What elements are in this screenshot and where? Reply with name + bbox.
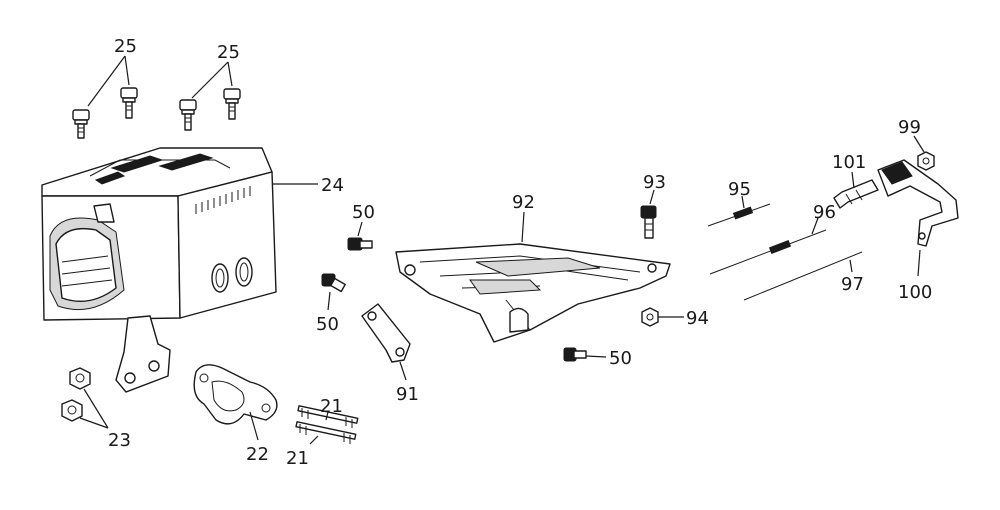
stud-21-lower (295, 421, 357, 444)
spring-96 (709, 229, 827, 275)
nut-99 (917, 151, 935, 171)
bracket-100 (877, 159, 959, 247)
wire-97 (743, 251, 863, 301)
leader-97 (849, 259, 853, 273)
leader-50-upper (357, 221, 363, 237)
leader-50-left (327, 291, 331, 311)
leader-96 (811, 217, 819, 235)
spring-95 (707, 203, 771, 227)
leader-91 (399, 361, 407, 381)
bolt-25-d (223, 88, 241, 120)
callout-50-left: 50 (316, 314, 339, 335)
leader-92 (521, 211, 525, 243)
callout-21-lower: 21 (286, 448, 309, 469)
callout-24: 24 (321, 175, 344, 196)
leader-93 (649, 189, 655, 205)
bracket-91 (361, 303, 411, 363)
callout-50-upper: 50 (352, 202, 375, 223)
muffler-vent-slots (195, 186, 251, 214)
callout-92: 92 (512, 192, 535, 213)
callout-25-right: 25 (217, 42, 240, 63)
leader-25-a2 (124, 55, 130, 86)
callout-50-right: 50 (609, 348, 632, 369)
heat-shield-92 (395, 243, 671, 343)
bolt-93 (640, 205, 657, 239)
muffler-24 (41, 147, 277, 393)
leader-50-right (585, 355, 607, 358)
nut-23-upper (69, 367, 91, 390)
callout-96: 96 (813, 202, 836, 223)
callout-95: 95 (728, 179, 751, 200)
bolt-25-b (120, 87, 138, 119)
callout-94: 94 (686, 308, 709, 329)
leader-99 (913, 135, 925, 153)
callout-25-left: 25 (114, 36, 137, 57)
callout-99: 99 (898, 117, 921, 138)
pin-101 (833, 179, 879, 209)
leader-23-b (79, 417, 109, 429)
bolt-50-left (321, 273, 346, 293)
nut-23-lower (61, 399, 83, 422)
gasket-22 (193, 364, 278, 425)
leader-21-upper (325, 411, 329, 421)
leader-25-a (87, 55, 126, 107)
callout-93: 93 (643, 172, 666, 193)
leader-95 (741, 195, 745, 209)
callout-22: 22 (246, 444, 269, 465)
bolt-25-c (179, 99, 197, 131)
callout-100: 100 (898, 282, 932, 303)
leader-101 (851, 171, 855, 189)
leader-25-b (191, 61, 229, 99)
leader-100 (917, 249, 921, 277)
bolt-50-upper (347, 237, 373, 251)
leader-22 (249, 411, 259, 441)
leader-25-b2 (227, 61, 233, 87)
callout-101: 101 (832, 152, 866, 173)
callout-97: 97 (841, 274, 864, 295)
callout-21-upper: 21 (320, 396, 343, 417)
callout-23: 23 (108, 430, 131, 451)
leader-23-a (83, 388, 109, 429)
bolt-25-a (72, 109, 90, 139)
bolt-50-right (563, 347, 587, 362)
callout-91: 91 (396, 384, 419, 405)
leader-21-lower (309, 435, 319, 445)
nut-94 (641, 307, 659, 327)
